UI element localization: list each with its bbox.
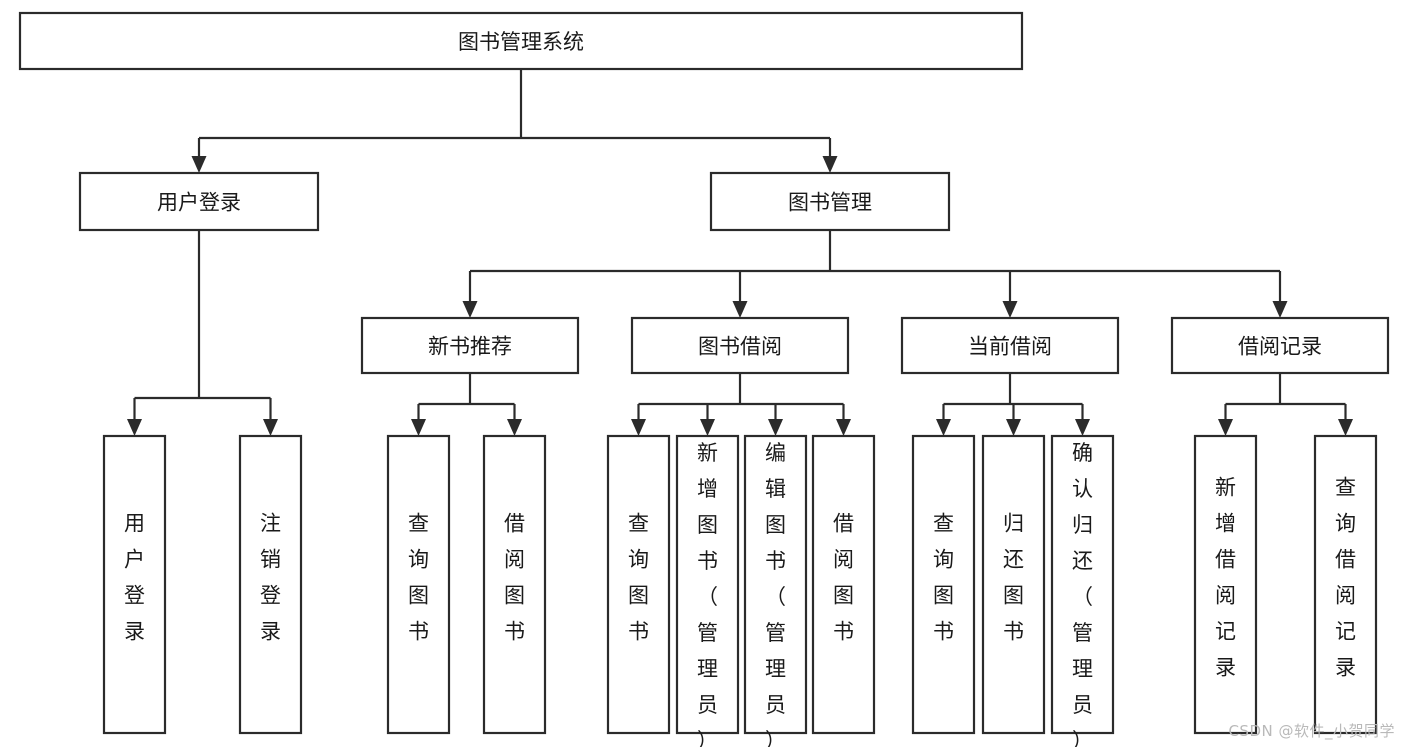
node-box[interactable] [981, 434, 1046, 735]
node-book-management[interactable]: 图书管理 [709, 171, 951, 232]
connector-arrowhead [836, 419, 851, 436]
node-label: 借阅图书 [833, 512, 854, 644]
connector-borrow-record [1218, 373, 1353, 436]
node-leaf-logout[interactable]: 注销登录 [238, 434, 303, 735]
node-label: 查询图书 [628, 512, 649, 644]
node-box[interactable] [675, 434, 740, 735]
connector-layer [127, 69, 1353, 436]
node-label: 查询图书 [408, 512, 429, 644]
node-label: 当前借阅 [968, 335, 1052, 359]
connector-arrowhead [263, 419, 278, 436]
connector-new-book-recommend [411, 373, 522, 436]
connector-arrowhead [411, 419, 426, 436]
connector-arrowhead [936, 419, 951, 436]
node-new-book-recommend[interactable]: 新书推荐 [360, 316, 580, 375]
connector-current-borrow [936, 373, 1090, 436]
node-label: 借阅图书 [504, 512, 525, 644]
node-current-borrow[interactable]: 当前借阅 [900, 316, 1120, 375]
connector-arrowhead [127, 419, 142, 436]
connector-arrowhead [700, 419, 715, 436]
connector-user-login [127, 230, 278, 436]
node-box[interactable] [360, 316, 580, 375]
connector-arrowhead [1006, 419, 1021, 436]
node-label: 图书借阅 [698, 335, 782, 359]
node-borrow-record[interactable]: 借阅记录 [1170, 316, 1390, 375]
node-label: 查询图书 [933, 512, 954, 644]
node-box[interactable] [18, 11, 1024, 71]
connector-arrowhead [191, 156, 207, 173]
connector-arrowhead [1218, 419, 1233, 436]
node-box[interactable] [606, 434, 671, 735]
connector-book-management [462, 230, 1288, 318]
node-box[interactable] [630, 316, 850, 375]
connector-book-borrow [631, 373, 851, 436]
node-leaf-borrow-book[interactable]: 借阅图书 [811, 434, 876, 735]
node-label: 归还图书 [1003, 512, 1024, 644]
node-box[interactable] [811, 434, 876, 735]
node-book-borrow[interactable]: 图书借阅 [630, 316, 850, 375]
node-leaf-borrow-book-recommend[interactable]: 借阅图书 [482, 434, 547, 735]
node-leaf-query-book-recommend[interactable]: 查询图书 [386, 434, 451, 735]
connector-arrowhead [1075, 419, 1090, 436]
connector-arrowhead [462, 301, 478, 318]
node-label: 查询借阅记录 [1335, 476, 1356, 680]
node-box[interactable] [1313, 434, 1378, 735]
node-box[interactable] [900, 316, 1120, 375]
node-box[interactable] [1193, 434, 1258, 735]
node-box[interactable] [238, 434, 303, 735]
connector-arrowhead [631, 419, 646, 436]
node-label: 新书推荐 [428, 335, 512, 359]
node-box[interactable] [1050, 434, 1115, 735]
node-box[interactable] [78, 171, 320, 232]
node-leaf-user-login[interactable]: 用户登录 [102, 434, 167, 735]
node-leaf-confirm-return[interactable]: 确认归还（管理员） [1050, 434, 1115, 747]
node-box[interactable] [482, 434, 547, 735]
node-leaf-add-book[interactable]: 新增图书（管理员） [675, 434, 740, 747]
node-leaf-query-book-current[interactable]: 查询图书 [911, 434, 976, 735]
node-leaf-query-borrow-record[interactable]: 查询借阅记录 [1313, 434, 1378, 735]
connector-arrowhead [1338, 419, 1353, 436]
node-box[interactable] [1170, 316, 1390, 375]
connector-arrowhead [1002, 301, 1018, 318]
node-box[interactable] [743, 434, 808, 735]
node-label: 新增图书（管理员） [697, 441, 718, 747]
node-box[interactable] [102, 434, 167, 735]
node-label: 注销登录 [260, 512, 281, 644]
connector-arrowhead [768, 419, 783, 436]
connector-arrowhead [1272, 301, 1288, 318]
node-box[interactable] [386, 434, 451, 735]
node-box[interactable] [911, 434, 976, 735]
node-leaf-add-borrow-record[interactable]: 新增借阅记录 [1193, 434, 1258, 735]
node-layer: 图书管理系统用户登录图书管理新书推荐图书借阅当前借阅借阅记录用户登录注销登录查询… [18, 11, 1390, 747]
connector-arrowhead [732, 301, 748, 318]
connector-arrowhead [507, 419, 522, 436]
connector-root [191, 69, 838, 173]
node-label: 确认归还（管理员） [1072, 441, 1093, 747]
node-label: 编辑图书（管理员） [765, 441, 786, 747]
node-leaf-edit-book[interactable]: 编辑图书（管理员） [743, 434, 808, 747]
node-user-login[interactable]: 用户登录 [78, 171, 320, 232]
node-leaf-query-book-borrow[interactable]: 查询图书 [606, 434, 671, 735]
node-label: 用户登录 [157, 191, 241, 215]
node-label: 新增借阅记录 [1215, 476, 1236, 680]
node-label: 用户登录 [124, 512, 145, 644]
connector-arrowhead [822, 156, 838, 173]
node-leaf-return-book[interactable]: 归还图书 [981, 434, 1046, 735]
node-label: 借阅记录 [1238, 335, 1322, 359]
node-label: 图书管理系统 [458, 30, 584, 54]
node-root[interactable]: 图书管理系统 [18, 11, 1024, 71]
node-label: 图书管理 [788, 191, 872, 215]
node-box[interactable] [709, 171, 951, 232]
